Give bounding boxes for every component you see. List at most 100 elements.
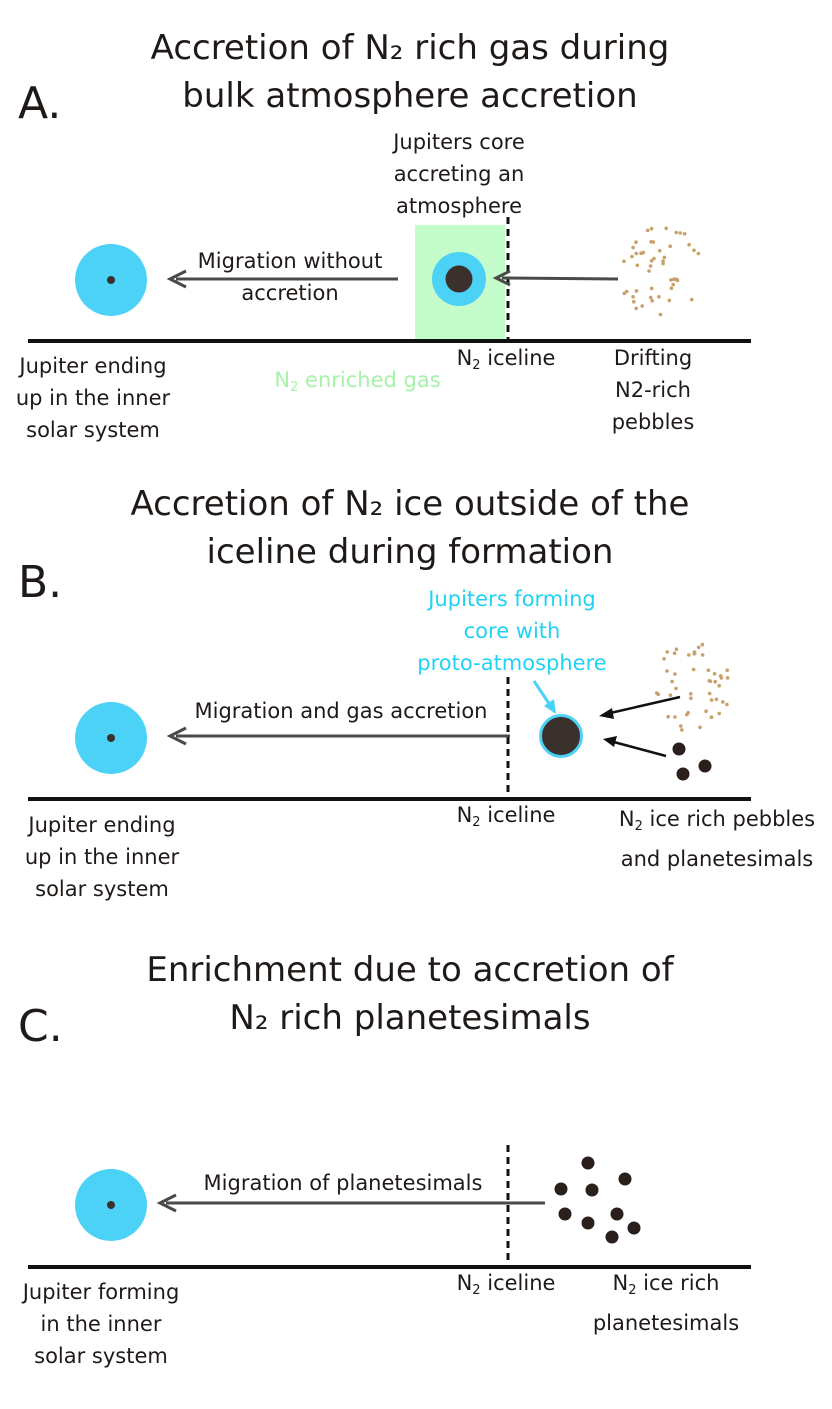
pebble	[630, 254, 634, 259]
pebble	[649, 259, 654, 263]
title-line: Enrichment due to accretion of	[146, 950, 674, 990]
forming-core	[539, 714, 583, 758]
jupiter-end-core	[107, 734, 115, 742]
pebble	[650, 298, 654, 303]
core-label: Jupiters core accreting an atmosphere	[370, 126, 548, 222]
pebble	[624, 289, 629, 294]
pebble	[682, 232, 687, 236]
pebble	[725, 668, 729, 672]
title-line: Accretion of N₂ rich gas during	[150, 28, 670, 68]
pebble	[687, 242, 691, 247]
pebble	[640, 304, 644, 308]
iceline-label: N2 iceline	[440, 1267, 572, 1307]
panel-a-graphics	[28, 217, 751, 343]
label-line: up in the inner	[24, 845, 180, 869]
arrow-label: Migration without accretion	[180, 245, 400, 309]
pebble	[717, 683, 721, 688]
pebble	[707, 691, 712, 696]
pebble	[709, 715, 714, 719]
planetesimal	[558, 1207, 572, 1221]
pebble	[631, 245, 635, 250]
panel-letter: C.	[18, 1001, 63, 1052]
migration-arrow	[166, 726, 510, 746]
migration-arrow	[156, 1193, 545, 1213]
pebble	[689, 297, 694, 302]
pebble	[687, 653, 691, 657]
label-part: N	[612, 1271, 629, 1295]
pebble	[725, 676, 730, 680]
pebble	[692, 248, 696, 253]
planetesimal	[610, 1207, 624, 1221]
pebble	[662, 255, 667, 260]
arrow-label: Migration of planetesimals	[188, 1167, 498, 1199]
title-line: N₂ rich planetesimals	[229, 998, 591, 1038]
label-line: Migration of planetesimals	[203, 1171, 483, 1195]
label-line: accreting an	[393, 162, 525, 186]
label-line: proto-atmosphere	[417, 651, 607, 675]
label-line: Jupiter ending	[28, 813, 176, 837]
pebble	[706, 668, 711, 673]
planetesimal	[618, 1172, 632, 1186]
pebble	[661, 259, 665, 263]
label-subscript: 2	[634, 819, 643, 834]
pebble	[679, 724, 683, 728]
label-subscript: 2	[472, 815, 481, 830]
panel-a: A. Accretion of N₂ rich gas during bulk …	[0, 0, 832, 460]
label-part: N	[456, 346, 473, 370]
label-line: atmosphere	[396, 194, 522, 218]
pebble	[713, 679, 717, 684]
panel-title: Accretion of N₂ rich gas during bulk atm…	[60, 24, 760, 120]
pebble	[651, 240, 656, 244]
label-line: Migration without	[197, 249, 383, 273]
pebble	[725, 702, 729, 707]
pebble	[698, 725, 702, 730]
pebble	[649, 226, 654, 231]
panel-b-graphics	[28, 642, 751, 801]
pebble	[665, 669, 669, 673]
pointer-arrow	[532, 680, 556, 714]
pebble	[658, 249, 662, 253]
pebble	[662, 657, 666, 661]
pebble	[667, 298, 672, 303]
panel-c: C. Enrichment due to accretion of N₂ ric…	[0, 930, 832, 1409]
source-label: N2 ice rich planetesimals	[582, 1267, 750, 1339]
pebble	[631, 295, 635, 299]
title-line: iceline during formation	[206, 532, 614, 572]
panel-title: Accretion of N₂ ice outside of the iceli…	[60, 480, 760, 576]
pebble	[719, 676, 724, 680]
label-part: ice rich	[636, 1271, 720, 1295]
label-line: core with	[463, 619, 561, 643]
label-part: enriched gas	[298, 368, 441, 392]
label-part: iceline	[480, 346, 556, 370]
pebble	[669, 278, 673, 282]
planetesimal	[581, 1216, 595, 1230]
label-line: accretion	[241, 281, 339, 305]
pebble	[708, 679, 713, 684]
pebble	[656, 692, 660, 697]
label-subscript: 2	[628, 1283, 637, 1298]
pebble	[672, 651, 677, 655]
pebble	[657, 295, 661, 299]
pebble	[691, 667, 696, 672]
pebble	[685, 712, 689, 717]
pebble	[634, 251, 639, 256]
label-part: N	[618, 807, 635, 831]
pebble	[717, 711, 721, 716]
core-label: Jupiters forming core with proto-atmosph…	[392, 583, 632, 679]
panel-title: Enrichment due to accretion of N₂ rich p…	[60, 946, 760, 1042]
pebble	[666, 714, 670, 719]
pebble	[647, 269, 651, 273]
label-line: N2 ice rich pebbles	[604, 803, 830, 843]
source-label: N2 ice rich pebbles and planetesimals	[604, 803, 830, 875]
planetesimal	[627, 1221, 641, 1235]
pebble	[668, 244, 672, 248]
label-line: N2 ice rich	[582, 1267, 750, 1307]
planetesimal	[585, 1183, 599, 1197]
pebble	[689, 692, 693, 696]
label-line: solar system	[26, 418, 160, 442]
title-line: bulk atmosphere accretion	[182, 76, 638, 116]
label-line: and planetesimals	[620, 847, 814, 871]
pebble	[673, 715, 677, 719]
pebble-cloud	[622, 226, 701, 317]
